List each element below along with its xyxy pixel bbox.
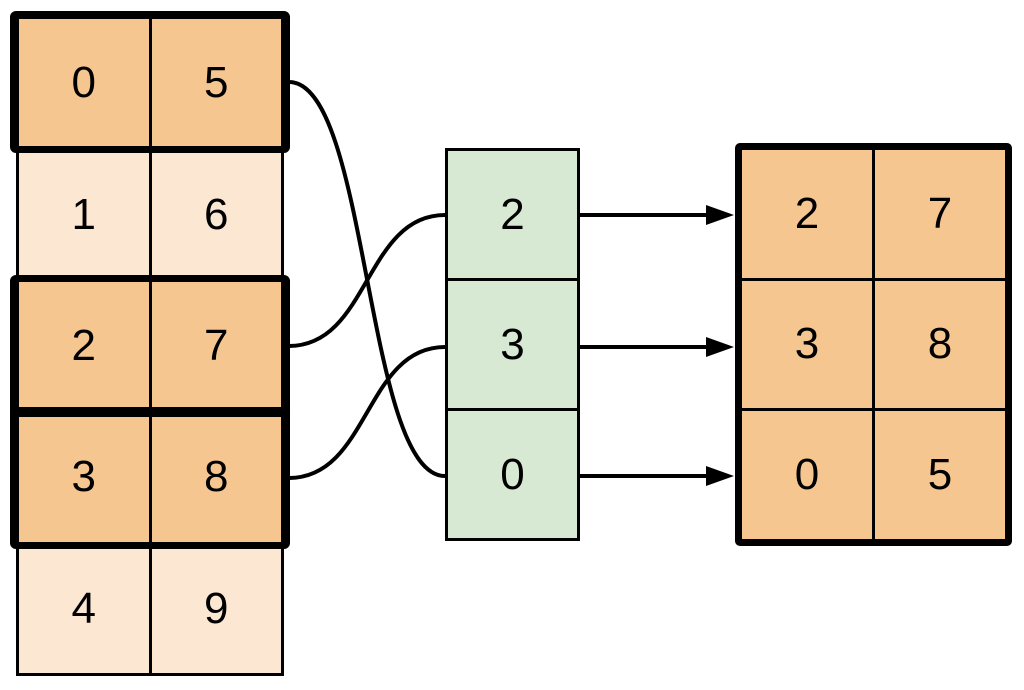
curve-source-row3-to-index-1 bbox=[287, 345, 447, 480]
source-cell-r4c0: 4 bbox=[19, 544, 149, 673]
source-cell-r2c1: 7 bbox=[151, 281, 281, 411]
arrowhead-index-0-icon bbox=[706, 205, 734, 225]
result-cell-r2c0: 0 bbox=[742, 411, 872, 539]
curve-source-row0-to-index-2 bbox=[287, 80, 447, 478]
source-cell-r0c0: 0 bbox=[19, 19, 149, 148]
source-cell-r3c0: 3 bbox=[19, 413, 149, 542]
source-cell-r1c0: 1 bbox=[19, 150, 149, 279]
source-cell-r3c1: 8 bbox=[151, 413, 281, 542]
arrowhead-index-1-icon bbox=[706, 337, 734, 357]
result-cell-r0c1: 7 bbox=[875, 150, 1005, 278]
result-cell-r1c1: 8 bbox=[875, 280, 1005, 409]
result-cell-r1c0: 3 bbox=[742, 280, 872, 409]
result-cell-r2c1: 5 bbox=[875, 411, 1005, 539]
source-cell-r1c1: 6 bbox=[151, 150, 281, 279]
index-cell-0: 2 bbox=[448, 151, 577, 278]
curve-source-row2-to-index-0 bbox=[287, 213, 447, 348]
arrowhead-index-2-icon bbox=[706, 466, 734, 486]
source-cell-r4c1: 9 bbox=[151, 544, 281, 673]
source-cell-r2c0: 2 bbox=[19, 281, 149, 411]
result-cell-r0c0: 2 bbox=[742, 150, 872, 278]
index-column: 2 3 0 bbox=[445, 148, 580, 541]
index-cell-2: 0 bbox=[448, 411, 577, 538]
index-cell-1: 3 bbox=[448, 281, 577, 408]
source-cell-r0c1: 5 bbox=[151, 19, 281, 148]
source-table: 0 5 1 6 2 7 3 8 4 9 bbox=[16, 16, 284, 676]
result-table: 2 7 3 8 0 5 bbox=[735, 143, 1012, 546]
